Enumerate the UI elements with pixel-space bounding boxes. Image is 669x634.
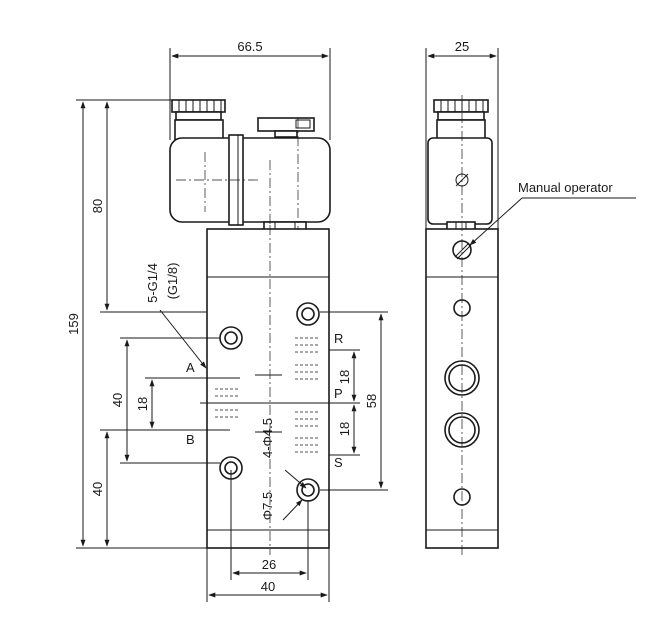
ports-main-label: 5-G1/4 — [145, 263, 160, 303]
dim-25: 25 — [455, 39, 469, 54]
side-coil — [427, 137, 493, 225]
side-coil-nut-icon — [433, 99, 489, 141]
dim-159: 159 — [66, 313, 81, 335]
counterbore-label: Φ7.5 — [260, 492, 275, 520]
ports-alt-label: (G1/8) — [165, 263, 180, 300]
internal-passages — [200, 337, 345, 453]
valve-body — [206, 228, 330, 549]
dim-18-r: 18 — [337, 370, 352, 384]
dim-40-lower: 40 — [90, 482, 105, 496]
dim-40-ports: 40 — [110, 393, 125, 407]
dim-18-left: 18 — [135, 397, 150, 411]
port-b-label: B — [186, 432, 195, 447]
front-view — [169, 99, 345, 555]
manual-operator-screw-icon — [452, 240, 472, 260]
dim-18-s: 18 — [337, 422, 352, 436]
manual-override-icon — [257, 117, 315, 138]
port-a-label: A — [186, 360, 195, 375]
port-s-label: S — [334, 455, 343, 470]
dim-66-5: 66.5 — [237, 39, 262, 54]
port-p-label: P — [334, 386, 343, 401]
dim-26: 26 — [262, 557, 276, 572]
dim-80: 80 — [90, 199, 105, 213]
counterbore-leader — [282, 499, 303, 521]
coil-nut-icon — [171, 99, 226, 141]
dim-58: 58 — [364, 394, 379, 408]
dim-40-bottom: 40 — [261, 579, 275, 594]
port-r-label: R — [334, 331, 343, 346]
dimension-text: 66.5 25 159 80 40 40 18 58 18 18 26 40 5… — [66, 39, 613, 594]
dimension-lines — [76, 48, 636, 602]
side-view — [425, 95, 499, 558]
manual-operator-label: Manual operator — [518, 180, 613, 195]
ports-leader — [159, 309, 207, 369]
mount-holes-label: 4-Φ4.5 — [260, 418, 275, 458]
mount-hole-leader — [284, 469, 307, 489]
